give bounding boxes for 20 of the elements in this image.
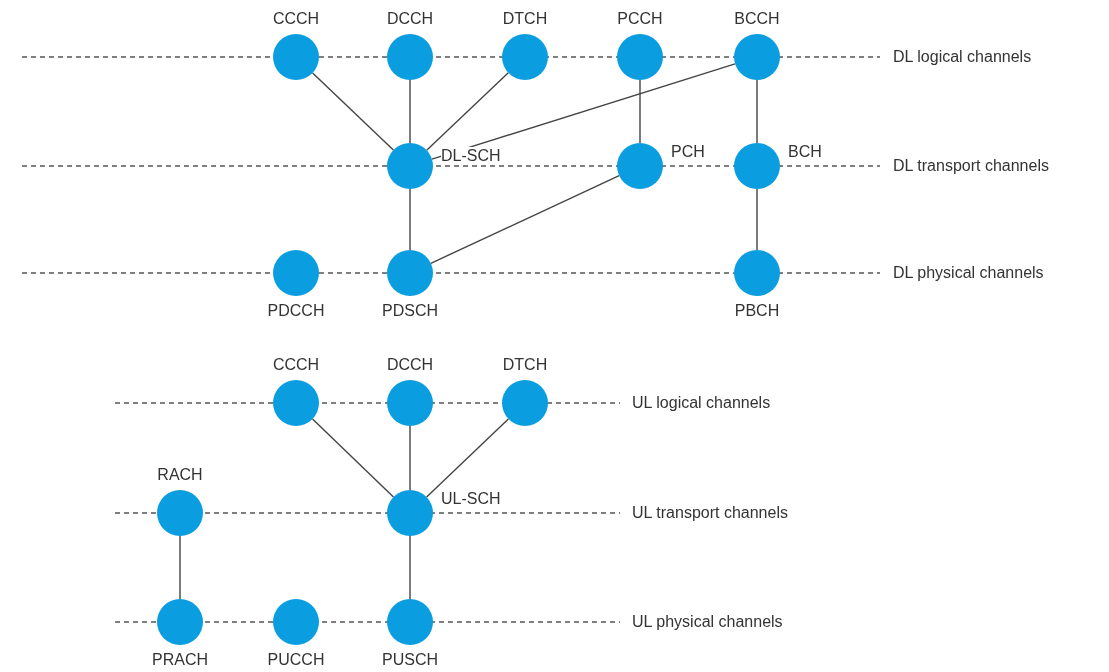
connector-line	[756, 79, 758, 144]
channel-layer-label: UL transport channels	[632, 504, 788, 522]
connector-line	[179, 535, 181, 600]
connector-line	[639, 79, 641, 144]
connector-line	[409, 79, 411, 144]
connector-line	[431, 63, 736, 160]
connector-line	[311, 418, 395, 498]
connector-line	[756, 188, 758, 251]
connector-line	[425, 418, 510, 498]
connector-line	[311, 72, 395, 151]
connector-line	[426, 72, 509, 151]
connector-line	[409, 535, 411, 600]
connector-line	[409, 188, 411, 251]
channel-layer-label: UL physical channels	[632, 613, 783, 631]
channel-layer-label: DL physical channels	[893, 264, 1044, 282]
channel-layer-label: DL transport channels	[893, 157, 1049, 175]
channel-layer-label: UL logical channels	[632, 394, 771, 412]
connector-line	[409, 425, 411, 491]
connector-line	[430, 175, 620, 264]
channel-layer-label: DL logical channels	[893, 48, 1032, 66]
